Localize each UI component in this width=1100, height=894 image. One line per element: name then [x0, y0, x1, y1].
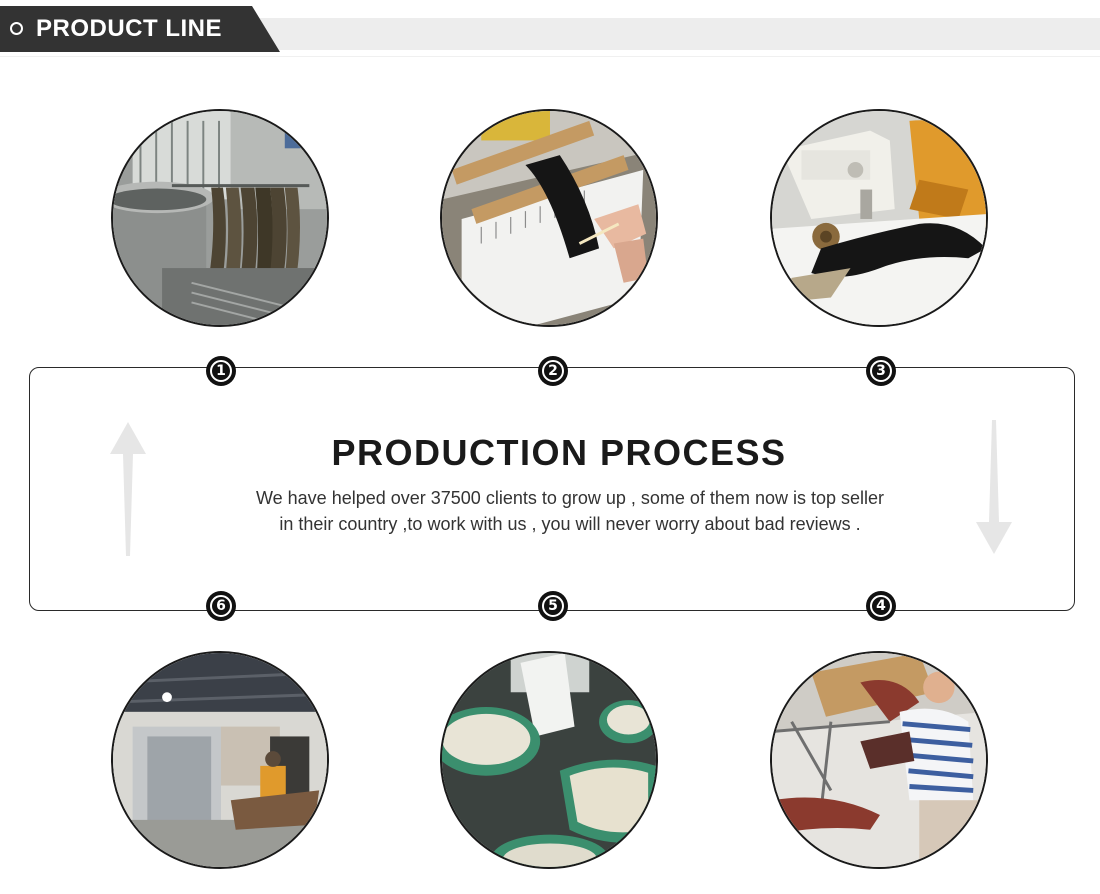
step-6-photo: [111, 651, 329, 869]
step-number: 5: [542, 595, 564, 617]
step-4-badge: 4: [866, 591, 896, 621]
header-divider: [0, 56, 1100, 57]
step-number: 6: [210, 595, 232, 617]
arrow-down-icon: [976, 420, 1012, 554]
step-number: 4: [870, 595, 892, 617]
step-number: 1: [210, 360, 232, 382]
step-1-badge: 1: [206, 356, 236, 386]
section-title: PRODUCT LINE: [36, 15, 222, 42]
step-3-badge: 3: [866, 356, 896, 386]
step-number: 3: [870, 360, 892, 382]
step-number: 2: [542, 360, 564, 382]
step-6-badge: 6: [206, 591, 236, 621]
step-2-photo: [440, 109, 658, 327]
process-panel: [29, 367, 1075, 611]
arrow-up-icon: [110, 422, 146, 556]
process-title: PRODUCTION PROCESS: [331, 432, 787, 473]
circle-bullet-icon: [10, 22, 23, 35]
step-2-badge: 2: [538, 356, 568, 386]
header-tab: [0, 6, 280, 52]
step-5-badge: 5: [538, 591, 568, 621]
step-1-photo: [111, 109, 329, 327]
step-5-photo: [440, 651, 658, 869]
step-3-photo: [770, 109, 988, 327]
step-4-photo: [770, 651, 988, 869]
process-description-line-1: We have helped over 37500 clients to gro…: [255, 488, 884, 508]
process-description-line-2: in their country ,to work with us , you …: [279, 514, 861, 534]
